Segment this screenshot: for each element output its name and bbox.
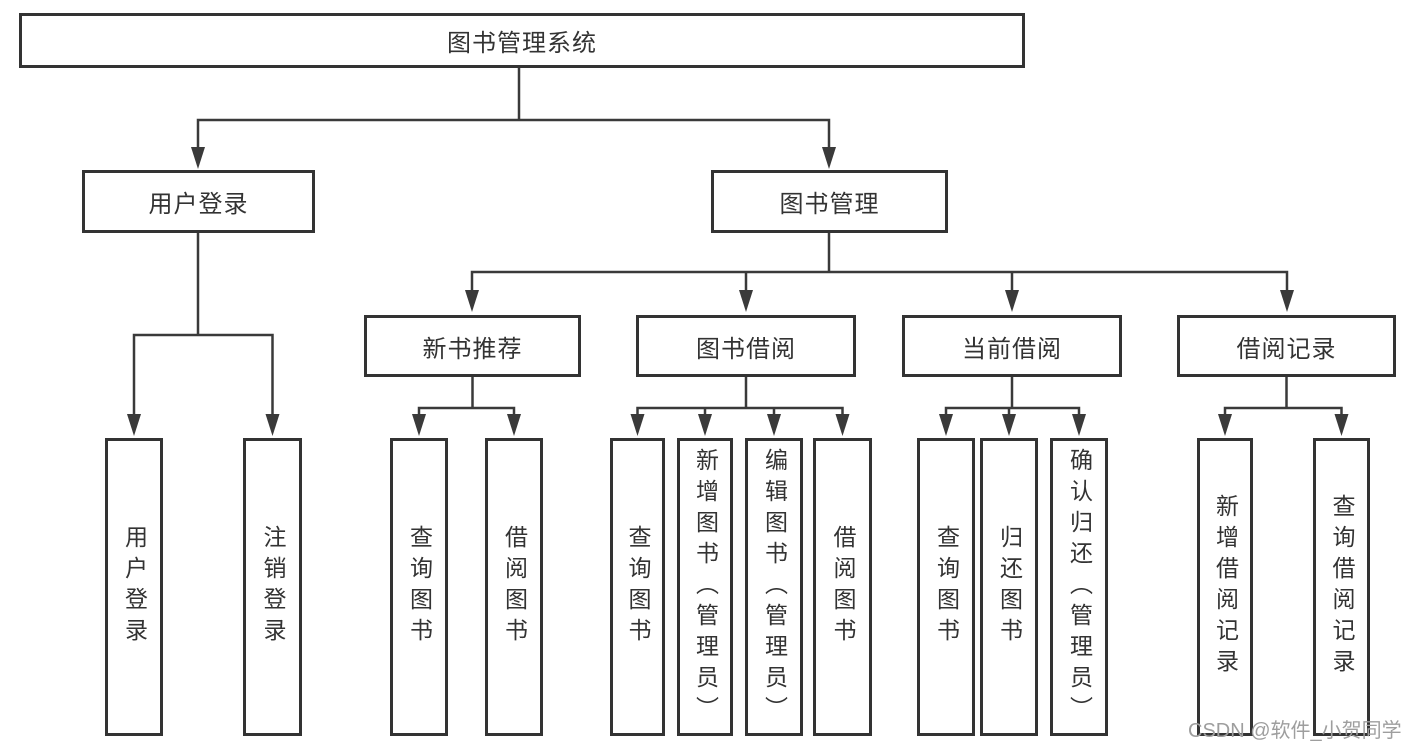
arrowheads (127, 147, 1349, 436)
leaf-query-borrow-record: 查询借阅记录 (1313, 438, 1370, 736)
leaf-query-books-recommend: 查询图书 (390, 438, 448, 736)
csdn-watermark: CSDN @软件_小贺同学 (1188, 720, 1402, 742)
node-book-management: 图书管理 (711, 170, 948, 233)
node-current-borrowing: 当前借阅 (902, 315, 1122, 377)
leaf-user-login: 用户登录 (105, 438, 163, 736)
leaf-borrow-books: 借阅图书 (813, 438, 872, 736)
leaf-query-books-borrow: 查询图书 (610, 438, 665, 736)
leaf-add-book-admin: 新增图书（管理员） (677, 438, 733, 736)
leaf-return-book: 归还图书 (980, 438, 1038, 736)
leaf-edit-book-admin: 编辑图书（管理员） (745, 438, 803, 736)
leaf-query-books-current: 查询图书 (917, 438, 975, 736)
leaf-confirm-return-admin: 确认归还（管理员） (1050, 438, 1108, 736)
leaf-borrow-books-recommend: 借阅图书 (485, 438, 543, 736)
node-new-book-recommendation: 新书推荐 (364, 315, 581, 377)
node-user-login: 用户登录 (82, 170, 315, 233)
node-borrowing-records: 借阅记录 (1177, 315, 1396, 377)
node-book-borrowing: 图书借阅 (636, 315, 856, 377)
node-library-management-system: 图书管理系统 (19, 13, 1025, 68)
leaf-logout: 注销登录 (243, 438, 302, 736)
leaf-add-borrow-record: 新增借阅记录 (1197, 438, 1253, 736)
